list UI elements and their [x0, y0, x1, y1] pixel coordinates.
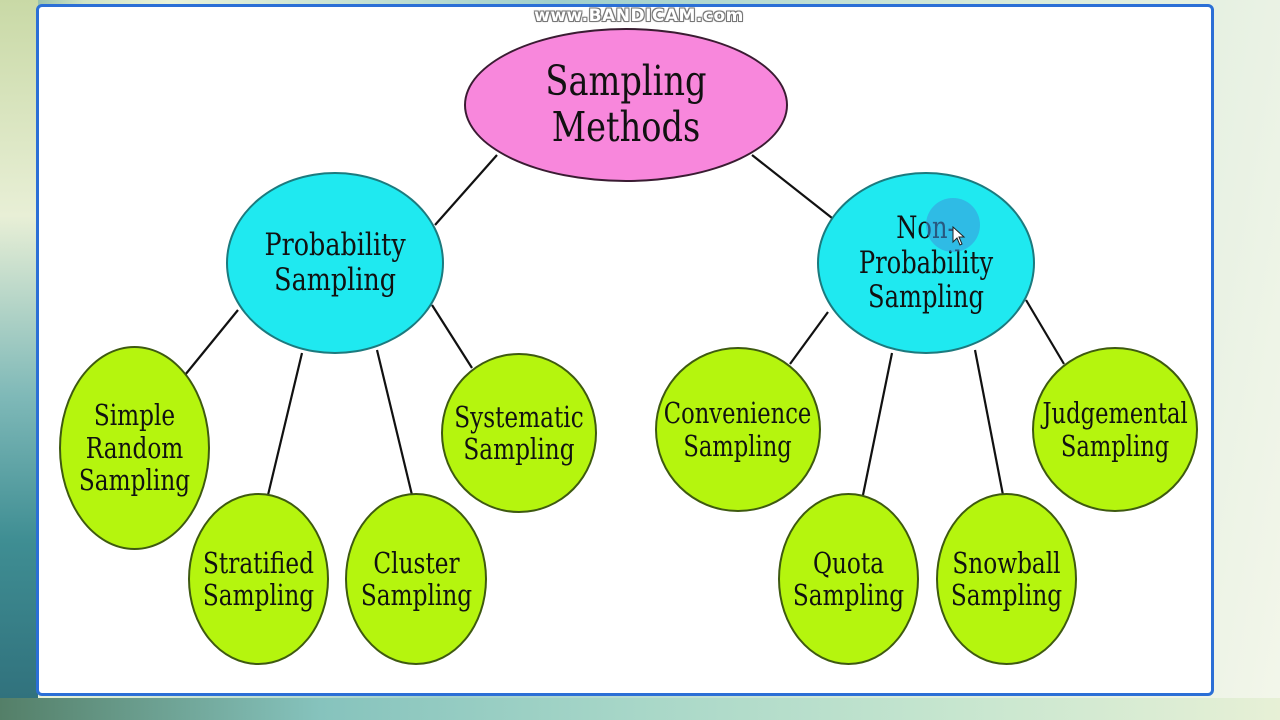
- recorder-watermark: www.BANDICAM.com: [534, 6, 744, 26]
- method-node-judgemental: Judgemental Sampling: [1032, 347, 1198, 512]
- mouse-pointer-icon: [952, 226, 966, 246]
- desktop-background-left: [0, 0, 38, 720]
- root-label: Sampling Methods: [545, 57, 707, 151]
- connector-prob-stratified: [266, 352, 304, 496]
- method-label-stratified: Stratified Sampling: [202, 545, 315, 612]
- method-label-judgemental: Judgemental Sampling: [1042, 396, 1188, 463]
- method-node-cluster: Cluster Sampling: [345, 493, 487, 665]
- connector-nonprob-snowball: [973, 349, 1005, 496]
- method-label-simple-random: Simple Random Sampling: [78, 398, 191, 498]
- method-label-snowball: Snowball Sampling: [950, 545, 1063, 612]
- method-label-systematic: Systematic Sampling: [454, 399, 584, 466]
- connector-prob-cluster: [375, 349, 414, 496]
- method-node-snowball: Snowball Sampling: [936, 493, 1077, 665]
- connector-nonprob-convenience: [789, 311, 829, 365]
- connector-prob-systematic: [431, 304, 473, 369]
- method-node-simple-random: Simple Random Sampling: [59, 346, 210, 550]
- category-node-probability: Probability Sampling: [226, 172, 444, 354]
- method-node-convenience: Convenience Sampling: [655, 347, 821, 512]
- root-node-sampling-methods: Sampling Methods: [464, 28, 788, 182]
- method-label-quota: Quota Sampling: [792, 545, 905, 612]
- cursor-highlight: [926, 198, 980, 252]
- method-label-cluster: Cluster Sampling: [360, 545, 472, 612]
- desktop-background-bottom: [0, 698, 1280, 720]
- category-label-probability: Probability Sampling: [264, 227, 406, 298]
- connector-prob-simple: [184, 309, 239, 376]
- connector-nonprob-quota: [861, 352, 894, 496]
- connector-nonprob-judgemental: [1025, 299, 1065, 365]
- method-node-stratified: Stratified Sampling: [188, 493, 329, 665]
- method-node-quota: Quota Sampling: [778, 493, 919, 665]
- category-node-non-probability: Non-Probability Sampling: [817, 172, 1035, 354]
- connector-root-probability: [434, 154, 498, 226]
- method-node-systematic: Systematic Sampling: [441, 353, 597, 513]
- method-label-convenience: Convenience Sampling: [664, 396, 812, 463]
- connector-root-nonprobability: [751, 154, 833, 219]
